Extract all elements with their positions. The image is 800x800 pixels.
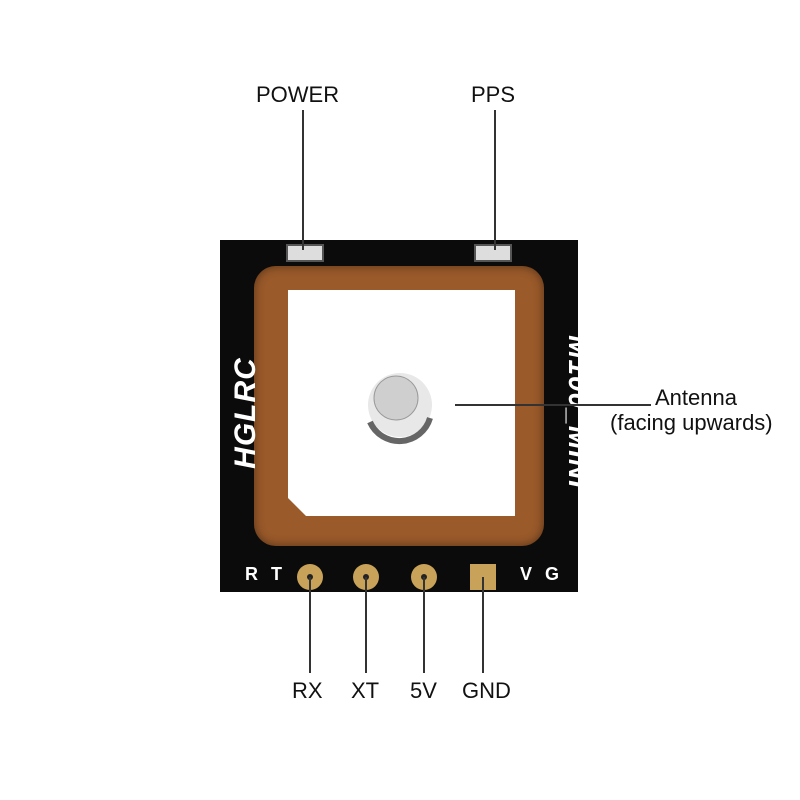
pps-led (474, 244, 512, 262)
antenna-label: Antenna (655, 385, 737, 410)
antenna-top-surface (288, 290, 515, 516)
power-led (286, 244, 324, 262)
antenna-sublabel: (facing upwards) (610, 410, 773, 435)
xt-leader-line (365, 577, 367, 673)
xt-label: XT (351, 678, 380, 703)
silk-vg: V G (520, 564, 564, 584)
silk-rt: R T (245, 564, 286, 584)
5v-leader-line (423, 577, 425, 673)
antenna-leader-line (455, 404, 651, 406)
model-silkscreen: M100_MINI (563, 335, 594, 489)
pps-leader-line (494, 110, 496, 250)
rx-label: RX (292, 678, 323, 703)
gnd-leader-line (482, 577, 484, 673)
power-label: POWER (256, 82, 340, 107)
gnd-label: GND (462, 678, 511, 703)
brand-silkscreen: HGLRC (229, 357, 262, 469)
power-leader-line (302, 110, 304, 250)
5v-label: 5V (410, 678, 437, 703)
pps-label: PPS (471, 82, 516, 107)
rx-leader-line (309, 577, 311, 673)
